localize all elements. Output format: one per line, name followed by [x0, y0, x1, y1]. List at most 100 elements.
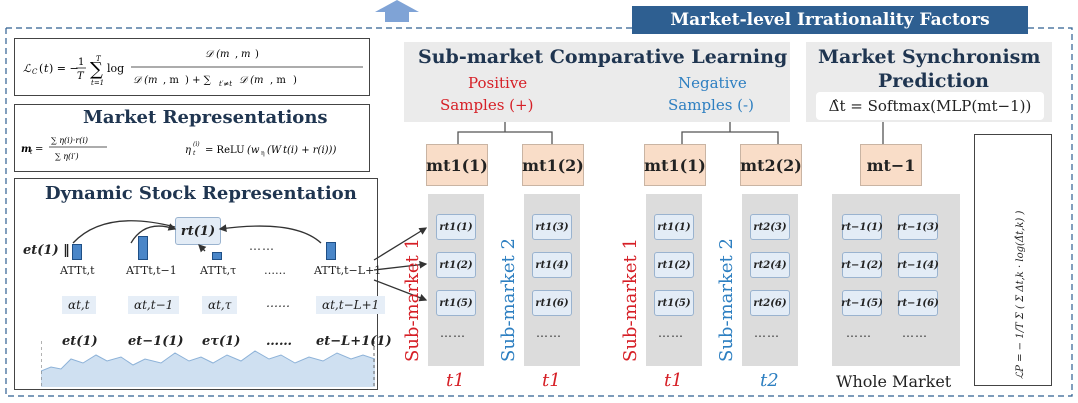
- sync-title-1: Market Synchronism: [818, 46, 1041, 68]
- sync-formula-box: Δ̂t = Softmax(MLP(mt−1)): [816, 92, 1044, 120]
- e-label-item: et(1): [62, 334, 98, 349]
- svg-text:, m: , m: [163, 75, 179, 86]
- price-sparkline: [41, 341, 375, 387]
- alpha-chip: αt,t: [62, 296, 96, 314]
- svg-text:η: η: [185, 145, 191, 156]
- m-card: mt1(1): [426, 144, 488, 186]
- r-chip: rt1(2): [436, 252, 476, 278]
- attention-arcs: [72, 220, 322, 253]
- svg-text:t(i) + r(i))): t(i) + r(i))): [283, 145, 336, 156]
- svg-text:m: m: [21, 144, 32, 155]
- svg-text:T: T: [77, 71, 85, 82]
- sync-title-2: Prediction: [878, 70, 989, 92]
- positive-sub: Samples (+): [440, 96, 534, 114]
- contrastive-loss-formula: ℒ C (t) = − 1T ∑ T t=1 log 𝒟 (m,m) 𝒟 (m,…: [23, 49, 363, 88]
- sync-formula: Δ̂t = Softmax(MLP(mt−1)): [828, 97, 1032, 115]
- svg-text:,: ,: [235, 49, 238, 60]
- svg-text:(W: (W: [267, 145, 282, 156]
- whole-market-label: Whole Market: [836, 372, 952, 391]
- e-label-item: et−1(1): [128, 334, 184, 349]
- svg-text:C: C: [32, 68, 38, 76]
- m-card: mt2(2): [740, 144, 802, 186]
- alpha-chip: αt,t−1: [128, 296, 180, 314]
- svg-text:∑: ∑: [90, 59, 103, 80]
- ellipsis: ……: [846, 326, 872, 340]
- time-label: t2: [760, 370, 779, 391]
- svg-text:, m: , m: [270, 75, 286, 86]
- ellipsis: ……: [658, 326, 684, 340]
- svg-text:(i): (i): [193, 141, 200, 148]
- svg-text:η: η: [261, 150, 265, 157]
- svg-text:t′≠t: t′≠t: [219, 80, 232, 88]
- r-chip: rt1(1): [436, 214, 476, 240]
- svg-text:(w: (w: [247, 145, 260, 156]
- contrastive-title: Sub-market Comparative Learning: [418, 46, 788, 68]
- r-chip: rt1(2): [654, 252, 694, 278]
- alpha-chip: αt,τ: [202, 296, 238, 314]
- time-label: t1: [542, 370, 561, 391]
- time-label: t1: [446, 370, 465, 391]
- svg-text:(: (: [39, 62, 43, 75]
- svg-text:): ): [293, 75, 297, 86]
- e-label-item: et−L+1(1): [316, 334, 392, 349]
- time-label: t1: [664, 370, 683, 391]
- m-card: mt1(2): [522, 144, 584, 186]
- alpha-chip: ……: [266, 296, 290, 310]
- att-label: ATTt,t: [60, 264, 95, 277]
- m-card: mt1(1): [644, 144, 706, 186]
- svg-text:log: log: [107, 62, 124, 75]
- up-arrow-icon: [375, 0, 419, 22]
- bracket-connectors: [457, 122, 884, 144]
- alpha-chip: αt,t−L+1: [316, 296, 386, 314]
- attention-bar: [326, 242, 336, 260]
- dynamic-stock-box: Dynamic Stock Representation rt(1) …… et…: [14, 178, 378, 390]
- att-label: ATTt,t−1: [126, 264, 177, 277]
- submarket-side-label: Sub-market 1: [402, 238, 423, 362]
- e-label-item: ……: [266, 334, 292, 349]
- att-label: ……: [264, 264, 286, 277]
- negative-sub: Samples (-): [668, 96, 754, 114]
- attention-bar: [72, 244, 82, 260]
- market-representations-title: Market Representations: [83, 107, 328, 128]
- positive-label: Positive: [468, 74, 528, 92]
- svg-text:T: T: [96, 55, 102, 63]
- r-chip: rt1(6): [532, 290, 572, 316]
- r-chip: rt1(4): [532, 252, 572, 278]
- submarket-side-label: Sub-market 1: [620, 238, 641, 362]
- ellipsis: ……: [754, 326, 780, 340]
- r-chip: rt2(3): [750, 214, 790, 240]
- svg-text:∑ η(i)·r(i): ∑ η(i)·r(i): [51, 136, 88, 145]
- ellipsis: ……: [536, 326, 562, 340]
- svg-text:t: t: [193, 150, 196, 157]
- r-chip: rt−1(2): [841, 252, 883, 278]
- submarket-side-label: Sub-market 2: [498, 238, 519, 362]
- svg-text:1: 1: [78, 57, 84, 68]
- r-chip: rt1(5): [654, 290, 694, 316]
- top-ellipsis: ……: [249, 239, 275, 253]
- svg-text:𝒟 (m: 𝒟 (m: [205, 49, 230, 60]
- r-chip: rt1(1): [654, 214, 694, 240]
- ellipsis: ……: [440, 326, 466, 340]
- r-chip: rt1(5): [436, 290, 476, 316]
- r-chip: rt2(6): [750, 290, 790, 316]
- svg-text:) + ∑: ) + ∑: [185, 75, 212, 86]
- svg-text:t: t: [44, 62, 49, 75]
- att-label: ATTt,τ: [200, 264, 237, 277]
- svg-text:) = −: ) = −: [49, 62, 79, 75]
- attention-bar: [212, 252, 222, 260]
- svg-text:𝒟 (m: 𝒟 (m: [133, 75, 158, 86]
- attention-bar: [138, 236, 148, 260]
- svg-text:t=1: t=1: [91, 79, 104, 87]
- dynamic-stock-title: Dynamic Stock Representation: [45, 183, 357, 204]
- svg-text:ℒ: ℒ: [23, 62, 32, 75]
- svg-text:m: m: [241, 49, 250, 60]
- market-factors-title: Market-level Irrationality Factors: [632, 6, 1028, 34]
- svg-text:=: =: [35, 144, 43, 155]
- contrastive-panel: Sub-market Comparative Learning Positive…: [404, 42, 790, 122]
- e-label: et(1) ‖: [23, 243, 70, 258]
- r-chip: rt−1(4): [897, 252, 939, 278]
